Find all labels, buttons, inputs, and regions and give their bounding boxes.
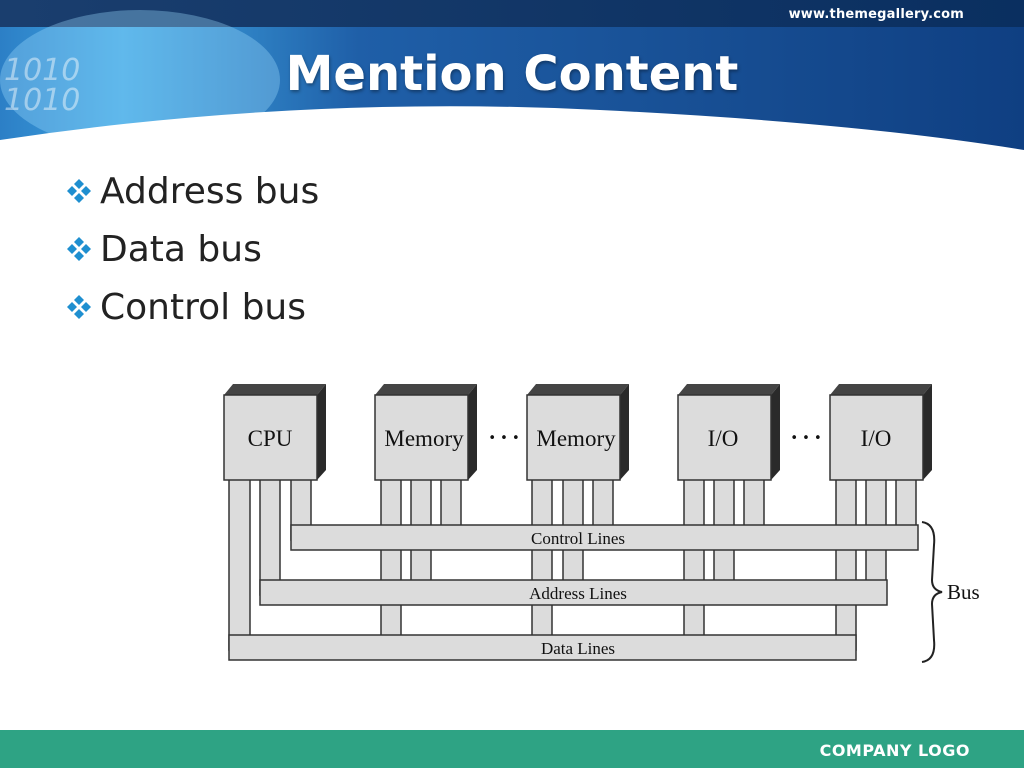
memory-box: Memory <box>526 384 629 481</box>
ellipsis: • • • <box>790 431 821 446</box>
data-lines-bar <box>228 634 857 661</box>
diamond-bullet-icon <box>67 237 91 261</box>
box-label: CPU <box>248 426 293 451</box>
list-item: Address bus <box>64 162 319 220</box>
memory-box: Memory <box>374 384 477 481</box>
bus-brace <box>921 521 943 663</box>
box-label: I/O <box>861 426 892 451</box>
bus-diagram: Control Lines Address Lines Data Lines C… <box>223 384 980 663</box>
data-lines-label: Data Lines <box>541 639 615 658</box>
list-item-label: Control bus <box>100 286 306 328</box>
io-box: I/O <box>829 384 932 481</box>
diamond-bullet-icon <box>67 179 91 203</box>
box-label: Memory <box>536 426 616 451</box>
diamond-bullet-icon <box>67 295 91 319</box>
binary-decoration: 1010 <box>4 83 80 118</box>
cpu-box: CPU <box>223 384 326 481</box>
company-logo: COMPANY LOGO <box>819 741 970 760</box>
io-box: I/O <box>677 384 780 481</box>
binary-decoration: 1010 <box>4 53 80 88</box>
site-url: www.themegallery.com <box>788 7 964 22</box>
list-item: Data bus <box>64 220 319 278</box>
ellipsis: • • • <box>488 431 519 446</box>
bus-label: Bus <box>947 580 980 604</box>
list-item-label: Address bus <box>100 170 320 212</box>
footer-bar: COMPANY LOGO <box>0 730 1024 768</box>
list-item: Control bus <box>64 278 319 336</box>
box-label: Memory <box>384 426 464 451</box>
box-label: I/O <box>708 426 739 451</box>
connector-pipes <box>228 477 917 651</box>
list-item-label: Data bus <box>100 228 262 270</box>
bullet-list: Address bus Data bus Control bus <box>64 162 319 336</box>
address-lines-label: Address Lines <box>529 584 627 603</box>
header-banner: 1010 1010 <box>0 0 1024 160</box>
control-lines-bar <box>290 524 919 551</box>
control-lines-label: Control Lines <box>531 529 625 548</box>
page-title: Mention Content <box>285 46 739 102</box>
address-lines-bar <box>259 579 888 606</box>
